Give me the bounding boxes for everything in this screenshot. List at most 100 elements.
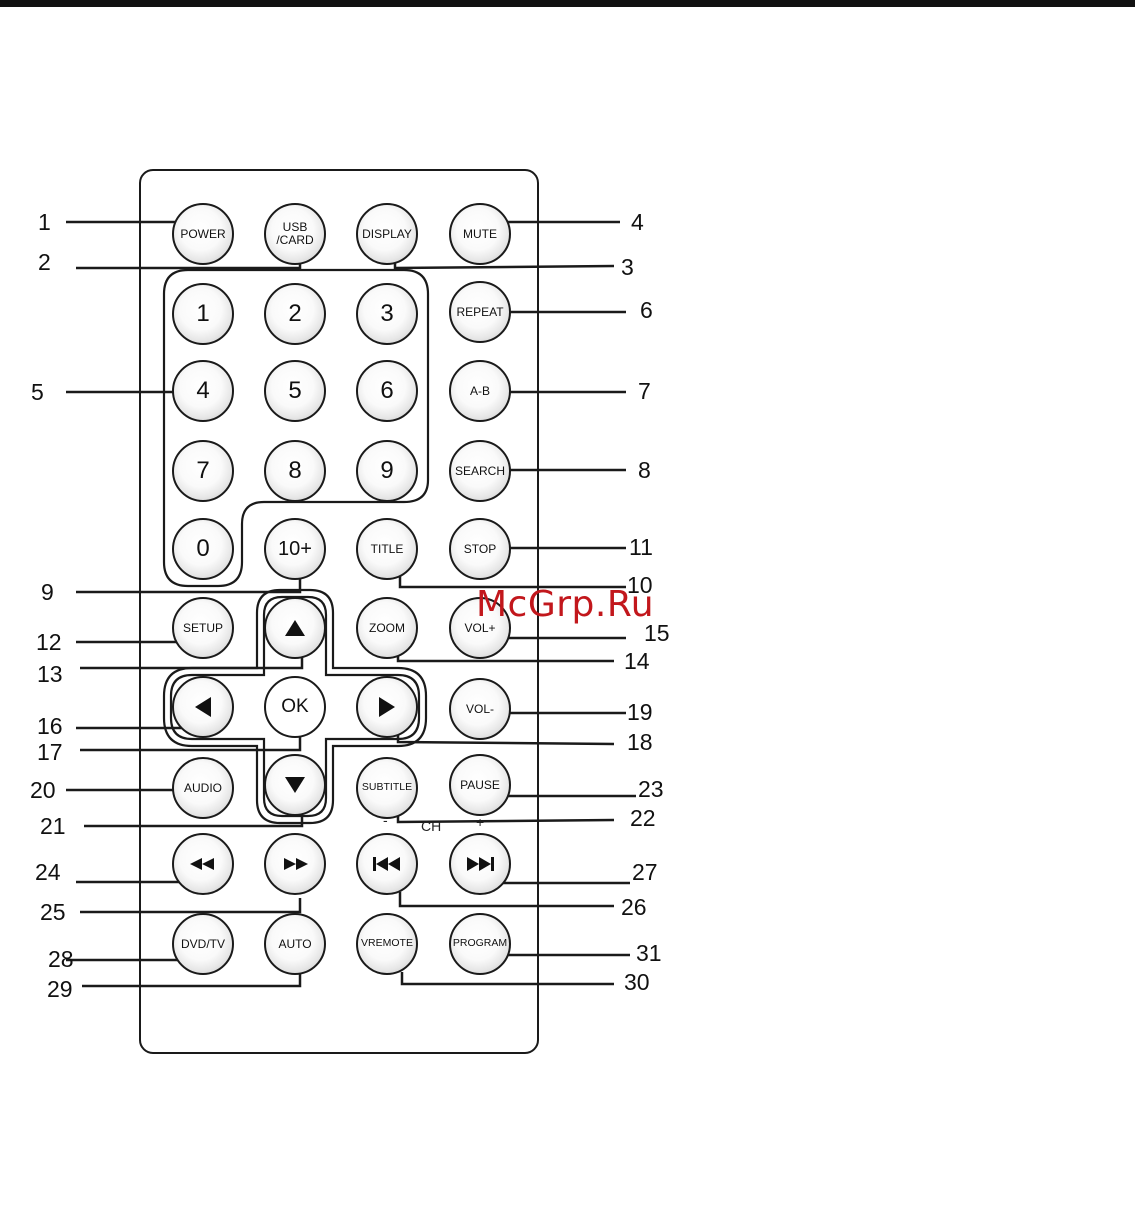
- a-b-button[interactable]: A-B: [449, 360, 511, 422]
- up-arrow-icon: [284, 618, 306, 638]
- callout-8: 8: [638, 459, 651, 482]
- down-arrow-icon: [284, 775, 306, 795]
- ok-label: OK: [281, 697, 308, 717]
- callout-6: 6: [640, 299, 653, 322]
- leader-26: [400, 892, 614, 906]
- callout-16: 16: [37, 715, 63, 738]
- digit-2-button[interactable]: 2: [264, 283, 326, 345]
- digit-6-button[interactable]: 6: [356, 360, 418, 422]
- rewind-button[interactable]: [172, 833, 234, 895]
- vremote-label: VREMOTE: [361, 938, 413, 949]
- title-button[interactable]: TITLE: [356, 518, 418, 580]
- callout-22: 22: [630, 807, 656, 830]
- callout-14: 14: [624, 650, 650, 673]
- right-button[interactable]: [356, 676, 418, 738]
- callout-28: 28: [48, 948, 74, 971]
- callout-4: 4: [631, 211, 644, 234]
- ch-plus-mark: +: [476, 814, 484, 830]
- callout-30: 30: [624, 971, 650, 994]
- leader-3: [395, 255, 614, 268]
- fast-forward-button[interactable]: [264, 833, 326, 895]
- card-label: /CARD: [276, 234, 313, 247]
- digit-label: 7: [196, 458, 209, 483]
- pause-button[interactable]: PAUSE: [449, 754, 511, 816]
- callout-15: 15: [644, 622, 670, 645]
- leader-29: [82, 972, 300, 986]
- ok-button[interactable]: OK: [264, 676, 326, 738]
- leader-30: [402, 972, 614, 984]
- repeat-label: REPEAT: [456, 306, 503, 319]
- callout-26: 26: [621, 896, 647, 919]
- down-button[interactable]: [264, 754, 326, 816]
- power-button[interactable]: POWER: [172, 203, 234, 265]
- digit-label: 0: [196, 536, 209, 561]
- digit-label: 1: [196, 301, 209, 326]
- digit-label: 8: [288, 458, 301, 483]
- subtitle-button[interactable]: SUBTITLE: [356, 757, 418, 819]
- mute-button[interactable]: MUTE: [449, 203, 511, 265]
- program-button[interactable]: PROGRAM: [449, 913, 511, 975]
- search-button[interactable]: SEARCH: [449, 440, 511, 502]
- digit-0-button[interactable]: 0: [172, 518, 234, 580]
- callout-29: 29: [47, 978, 73, 1001]
- search-label: SEARCH: [455, 465, 505, 478]
- repeat-button[interactable]: REPEAT: [449, 281, 511, 343]
- a-b-label: A-B: [470, 385, 490, 398]
- callout-27: 27: [632, 861, 658, 884]
- vol-minus-button[interactable]: VOL-: [449, 678, 511, 740]
- right-arrow-icon: [377, 696, 397, 718]
- leader-14: [398, 648, 614, 661]
- digit-label: 9: [380, 458, 393, 483]
- vremote-button[interactable]: VREMOTE: [356, 913, 418, 975]
- digit-7-button[interactable]: 7: [172, 440, 234, 502]
- dvd-tv-button[interactable]: DVD/TV: [172, 913, 234, 975]
- digit-1-button[interactable]: 1: [172, 283, 234, 345]
- zoom-button[interactable]: ZOOM: [356, 597, 418, 659]
- digit-label: 6: [380, 378, 393, 403]
- mute-label: MUTE: [463, 228, 497, 241]
- callout-18: 18: [627, 731, 653, 754]
- skip-next-icon: [465, 856, 495, 872]
- callout-2: 2: [38, 251, 51, 274]
- callout-23: 23: [638, 778, 664, 801]
- zoom-label: ZOOM: [369, 622, 405, 635]
- stop-button[interactable]: STOP: [449, 518, 511, 580]
- auto-button[interactable]: AUTO: [264, 913, 326, 975]
- digit-8-button[interactable]: 8: [264, 440, 326, 502]
- callout-20: 20: [30, 779, 56, 802]
- program-label: PROGRAM: [453, 938, 507, 949]
- vol-minus-label: VOL-: [466, 703, 494, 716]
- digit-label: 5: [288, 378, 301, 403]
- callout-11: 11: [629, 536, 653, 559]
- usb-card-button[interactable]: USB/CARD: [264, 203, 326, 265]
- watermark-logo: McGrp.Ru: [476, 584, 654, 625]
- callout-25: 25: [40, 901, 66, 924]
- digit-9-button[interactable]: 9: [356, 440, 418, 502]
- stop-label: STOP: [464, 543, 496, 556]
- auto-label: AUTO: [278, 938, 311, 951]
- subtitle-label: SUBTITLE: [362, 782, 412, 793]
- digit-label: 3: [380, 301, 393, 326]
- up-button[interactable]: [264, 597, 326, 659]
- digit-4-button[interactable]: 4: [172, 360, 234, 422]
- left-button[interactable]: [172, 676, 234, 738]
- ten-plus-button[interactable]: 10+: [264, 518, 326, 580]
- leader-25: [80, 898, 300, 912]
- title-label: TITLE: [371, 543, 404, 556]
- callout-17: 17: [37, 741, 63, 764]
- display-button[interactable]: DISPLAY: [356, 203, 418, 265]
- callout-3: 3: [621, 256, 634, 279]
- callout-19: 19: [627, 701, 653, 724]
- skip-next-button[interactable]: [449, 833, 511, 895]
- callout-13: 13: [37, 663, 63, 686]
- callout-5: 5: [31, 381, 44, 404]
- audio-button[interactable]: AUDIO: [172, 757, 234, 819]
- digit-3-button[interactable]: 3: [356, 283, 418, 345]
- dvd-tv-label: DVD/TV: [181, 938, 225, 951]
- setup-button[interactable]: SETUP: [172, 597, 234, 659]
- callout-31: 31: [636, 942, 662, 965]
- digit-5-button[interactable]: 5: [264, 360, 326, 422]
- skip-previous-button[interactable]: [356, 833, 418, 895]
- callout-21: 21: [40, 815, 66, 838]
- ch-minus-mark: -: [383, 812, 388, 828]
